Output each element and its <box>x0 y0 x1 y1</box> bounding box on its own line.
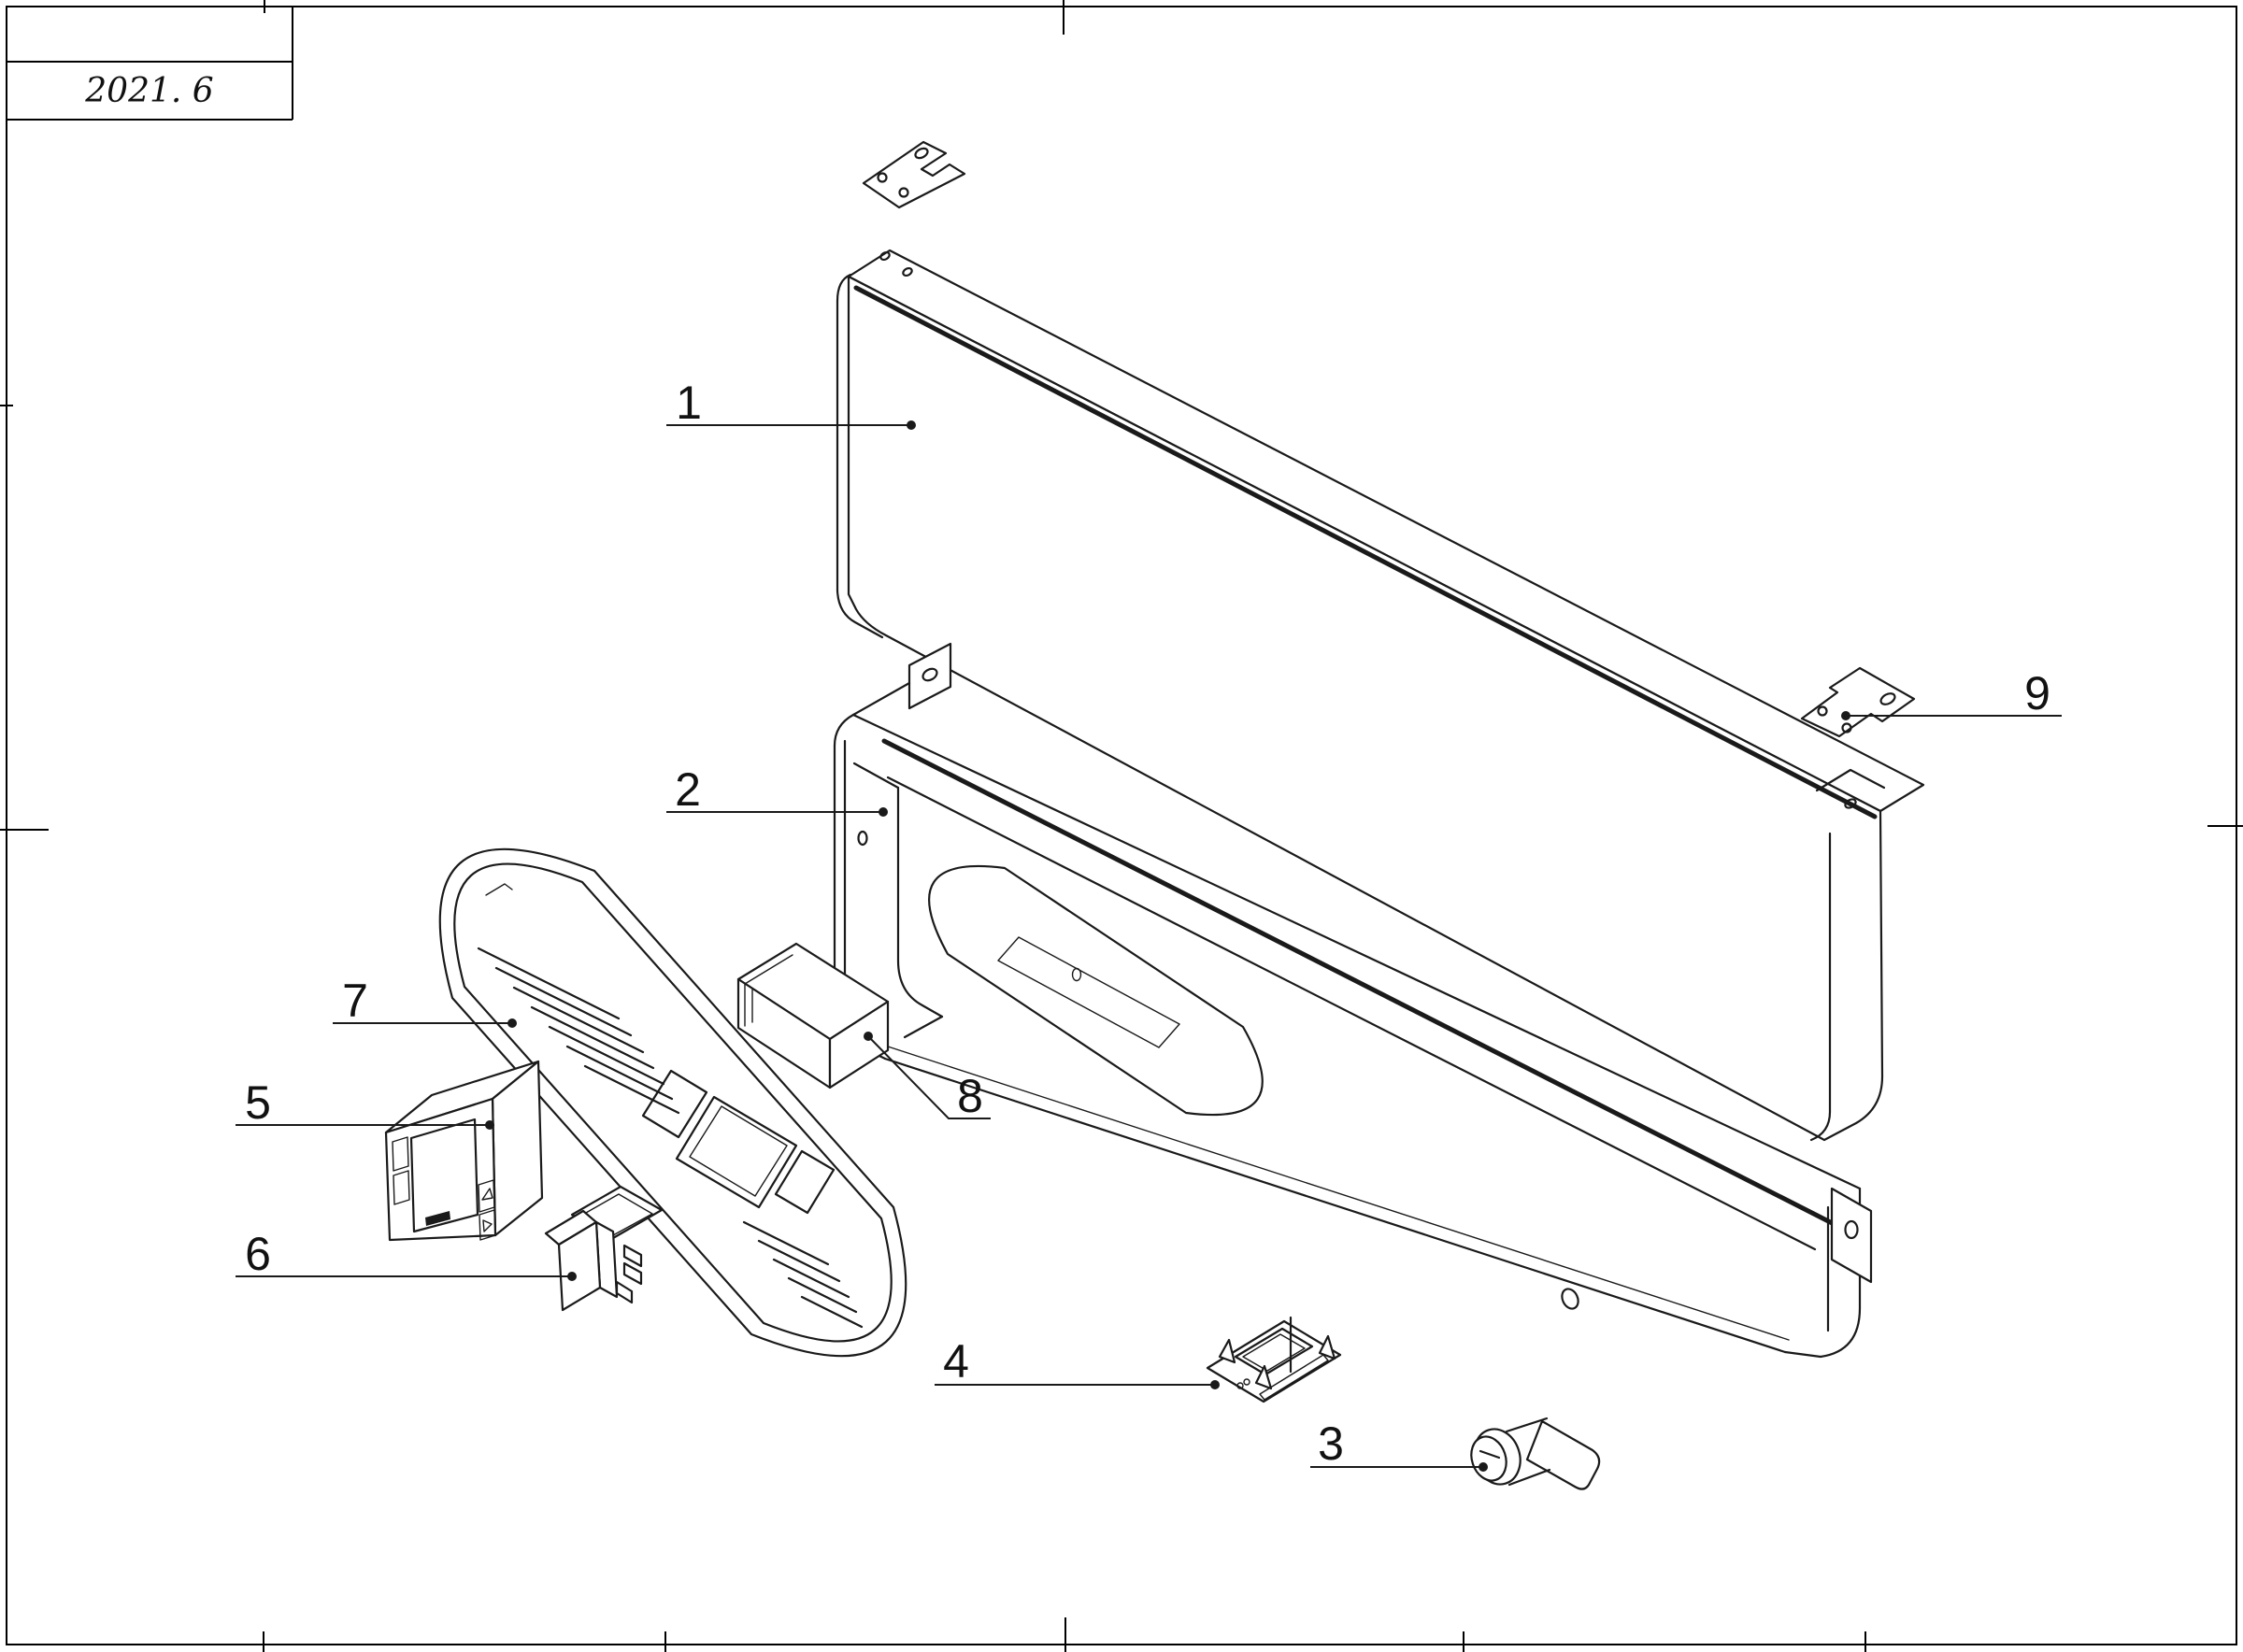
callout-4-number: 4 <box>943 1335 969 1388</box>
title-block: 2021. 6 <box>7 7 293 121</box>
up-arrow-icon <box>481 1188 493 1201</box>
latch-clip <box>1254 1364 1273 1390</box>
border-rect <box>6 6 2237 1645</box>
switch-terminal <box>622 1261 643 1286</box>
callout-7-number: 7 <box>342 975 368 1027</box>
callout-2-number: 2 <box>675 763 701 816</box>
callout-5-number: 5 <box>245 1076 271 1129</box>
callout-1: 1 <box>666 377 916 430</box>
callout-3: 3 <box>1310 1417 1488 1472</box>
controller-button-down <box>479 1209 496 1241</box>
callout-6: 6 <box>236 1228 577 1281</box>
callout-8-number: 8 <box>957 1070 983 1122</box>
callout-9: 9 <box>1841 667 2062 720</box>
callout-3-number: 3 <box>1318 1417 1344 1470</box>
down-arrow-icon <box>482 1219 493 1232</box>
latch-clip <box>1318 1334 1336 1360</box>
callout-4: 4 <box>935 1335 1220 1389</box>
controller-button <box>392 1136 409 1172</box>
part-7-grille-panel <box>438 847 907 1358</box>
panel-front-face <box>847 275 1884 1142</box>
switch-cap-front <box>557 1220 602 1312</box>
callout-2: 2 <box>666 763 888 817</box>
callout-1-number: 1 <box>676 377 702 429</box>
part-1-front-panel <box>836 249 1925 1142</box>
part-3-cam-lock <box>1470 1417 1601 1490</box>
controller-logo-strip <box>425 1211 450 1226</box>
callout-6-number: 6 <box>245 1228 271 1280</box>
part-8-channel-bracket <box>736 942 890 1089</box>
title-block-date: 2021. 6 <box>84 72 213 110</box>
part-2-lower-frame <box>833 642 1873 1359</box>
callout-7: 7 <box>333 975 517 1028</box>
switch-terminal <box>622 1244 643 1268</box>
latch-base <box>1206 1319 1342 1403</box>
part-9-corner-bracket <box>1800 666 1916 738</box>
controller-button-up <box>478 1179 495 1213</box>
grille-inner <box>453 862 893 1343</box>
latch-clip <box>1218 1338 1236 1364</box>
part-corner-bracket-top <box>862 140 966 209</box>
part-4-latch-plate <box>1206 1316 1342 1403</box>
panel-top-edge-thick <box>853 285 1878 819</box>
callout-9-number: 9 <box>2024 667 2050 719</box>
callout-5: 5 <box>236 1076 494 1130</box>
part-5-temperature-controller <box>384 1060 544 1242</box>
callout-8: 8 <box>864 1032 991 1122</box>
switch-terminal <box>615 1280 634 1304</box>
lock-cam-arm <box>1525 1419 1601 1490</box>
grille-outer <box>438 847 907 1358</box>
lock-keyway <box>1479 1449 1501 1460</box>
controller-button <box>393 1170 410 1205</box>
part-6-rocker-switch <box>544 1185 664 1312</box>
callouts: 1 2 3 4 5 6 7 8 <box>236 377 2062 1472</box>
